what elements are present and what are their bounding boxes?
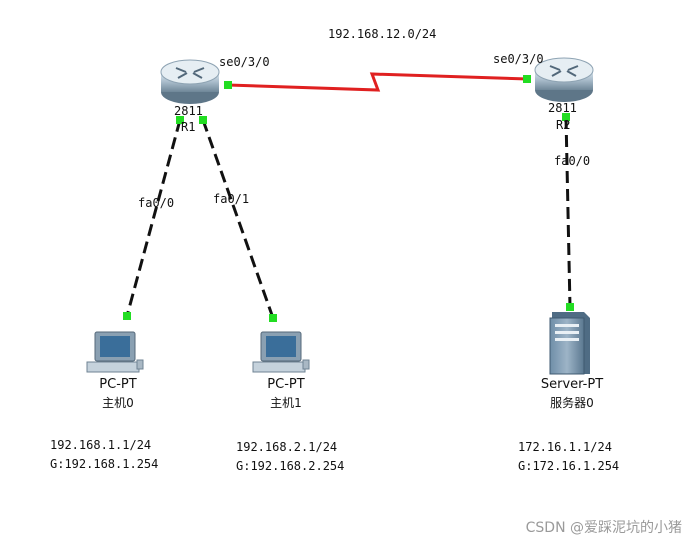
port-indicator-server (566, 303, 574, 311)
pc1-icon[interactable] (252, 331, 310, 373)
pc1-type-label: PC-PT (267, 377, 305, 392)
server-name-label: 服务器0 (550, 396, 594, 410)
router-r2-icon[interactable] (534, 57, 594, 102)
pc1-ip-label: 192.168.2.1/24 (236, 440, 338, 454)
ethernet-link-r1-pc1[interactable] (201, 119, 275, 319)
csdn-watermark: CSDN @爱踩泥坑的小猪 (525, 520, 682, 536)
r2-name-label: R2 (556, 118, 571, 132)
router-r1-icon[interactable] (160, 59, 220, 104)
network-label: 192.168.12.0/24 (328, 27, 437, 41)
ethernet-link-r2-server[interactable] (564, 116, 572, 308)
port-indicator-r2-fa0 (562, 113, 570, 121)
r1-name-label: R1 (181, 120, 196, 134)
ethernet-link-r1-pc0[interactable] (125, 119, 182, 317)
port-indicator-r1-serial (224, 81, 232, 89)
r1-serial-interface-label: se0/3/0 (219, 55, 270, 69)
server-ip-label: 172.16.1.1/24 (518, 440, 612, 454)
port-indicator-r1-fa0 (176, 116, 184, 124)
r2-serial-interface-label: se0/3/0 (493, 52, 544, 66)
port-indicator-pc1 (269, 314, 277, 322)
pc0-name-label: 主机0 (102, 396, 134, 410)
port-indicator-pc0 (123, 312, 131, 320)
port-indicator-r2-serial (523, 75, 531, 83)
r2-fa0-interface-label: fa0/0 (554, 154, 591, 168)
r1-fa1-interface-label: fa0/1 (213, 192, 250, 206)
pc0-ip-label: 192.168.1.1/24 (50, 438, 152, 452)
pc1-gateway-label: G:192.168.2.254 (236, 459, 345, 473)
serial-link-r1-r2[interactable] (227, 72, 529, 92)
r1-fa0-interface-label: fa0/0 (138, 196, 175, 210)
port-indicator-r1-fa1 (199, 116, 207, 124)
r1-model-label: 2811 (174, 104, 203, 118)
server-gateway-label: G:172.16.1.254 (518, 459, 620, 473)
pc1-name-label: 主机1 (270, 396, 302, 410)
r2-model-label: 2811 (548, 101, 577, 115)
pc0-type-label: PC-PT (99, 377, 137, 392)
pc0-gateway-label: G:192.168.1.254 (50, 457, 159, 471)
server-icon[interactable] (549, 312, 590, 375)
pc0-icon[interactable] (86, 331, 144, 373)
server-type-label: Server-PT (540, 377, 604, 392)
